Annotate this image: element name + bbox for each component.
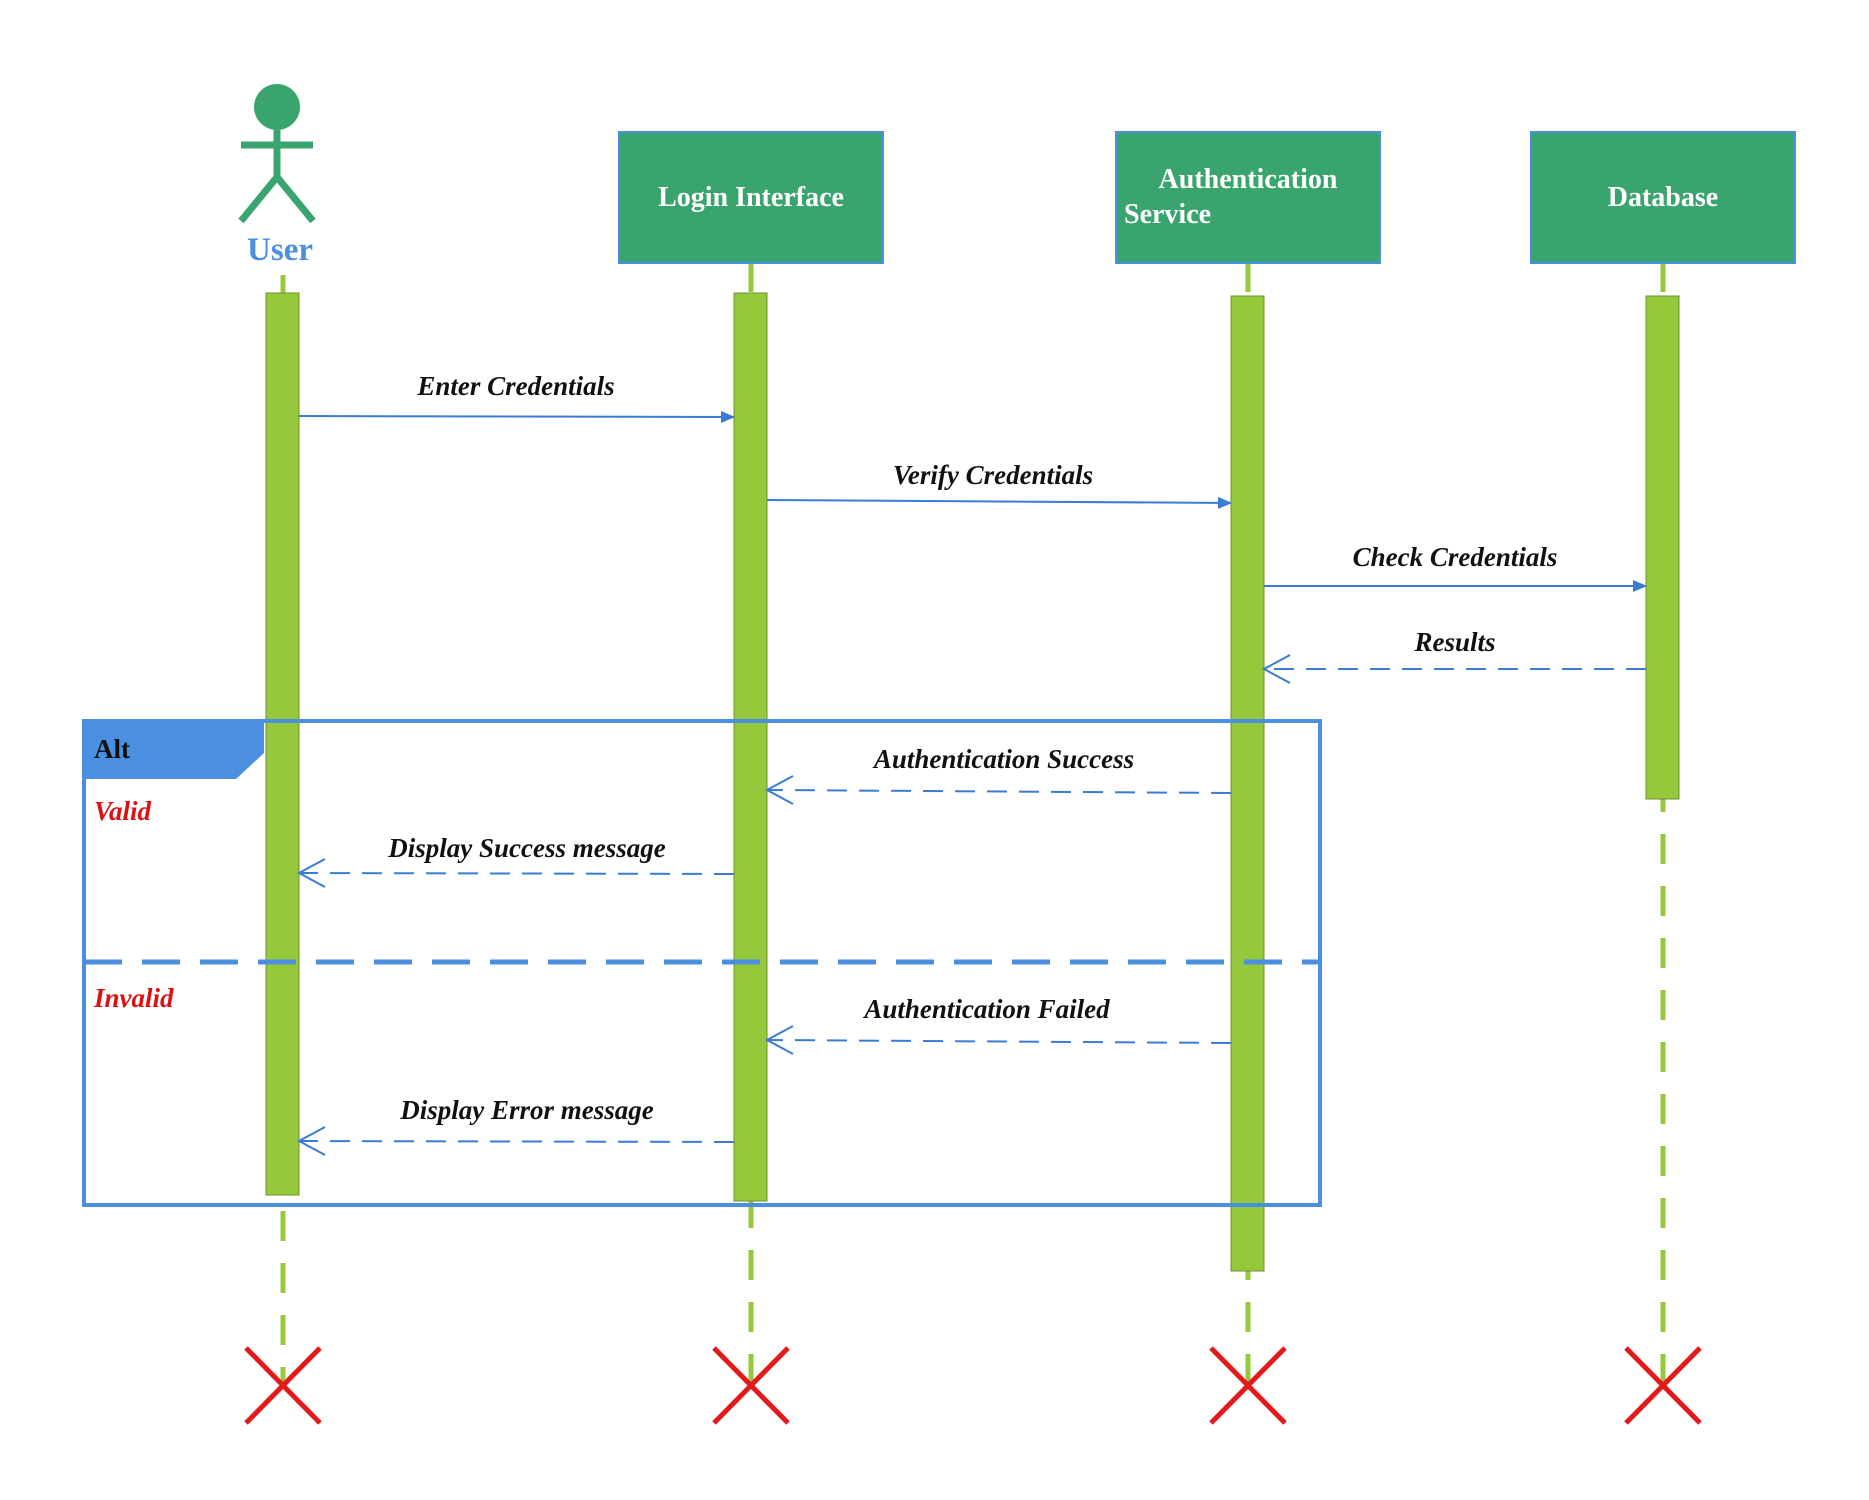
message-display-success: Display Success message [296,833,735,888]
message-authentication-success: Authentication Success [764,744,1232,805]
participant-label-line2: Service [1124,199,1211,230]
alt-fragment: Alt Valid Invalid [82,719,1322,1207]
guard-invalid: Invalid [93,983,174,1013]
message-label: Enter Credentials [416,371,614,401]
alt-tab [84,721,264,779]
participant-label: Login Interface [658,182,844,213]
message-label: Verify Credentials [893,460,1093,490]
actor-label: User [247,232,313,268]
message-enter-credentials: Enter Credentials [298,371,735,423]
activation-user [265,292,300,1196]
x-mark-icon [1209,1346,1287,1425]
x-mark-icon [712,1346,790,1425]
alt-operator: Alt [94,734,130,764]
message-authentication-failed: Authentication Failed [764,994,1232,1055]
message-results: Results [1261,627,1646,684]
message-label: Check Credentials [1353,542,1558,572]
destroy-markers [244,1346,1702,1425]
message-label: Results [1413,627,1495,657]
participant-box [1115,131,1381,264]
participant-database: Database [1530,131,1796,264]
activation-login [733,292,768,1202]
activations [265,292,1680,1272]
participant-label-line1: Authentication [1159,164,1338,195]
activation-auth [1230,295,1265,1272]
x-mark-icon [1624,1346,1702,1425]
message-label: Authentication Failed [862,994,1110,1024]
lifelines [280,262,1666,1385]
participant-login-interface: Login Interface [618,131,884,264]
message-label: Display Success message [387,833,665,863]
guard-valid: Valid [94,796,152,826]
messages: Enter Credentials Verify Credentials Che… [296,371,1647,1156]
actor-user: User [238,84,316,268]
x-mark-icon [244,1346,322,1425]
message-verify-credentials: Verify Credentials [766,460,1232,509]
message-display-error: Display Error message [296,1095,735,1156]
message-check-credentials: Check Credentials [1264,542,1647,592]
activation-db [1645,295,1680,800]
participant-box [618,131,884,264]
participant-label: Database [1608,182,1718,213]
message-label: Authentication Success [872,744,1134,774]
participant-box [1530,131,1796,264]
participant-authentication-service: Authentication Service [1115,131,1381,264]
stick-figure-icon [238,84,316,224]
message-label: Display Error message [399,1095,654,1125]
